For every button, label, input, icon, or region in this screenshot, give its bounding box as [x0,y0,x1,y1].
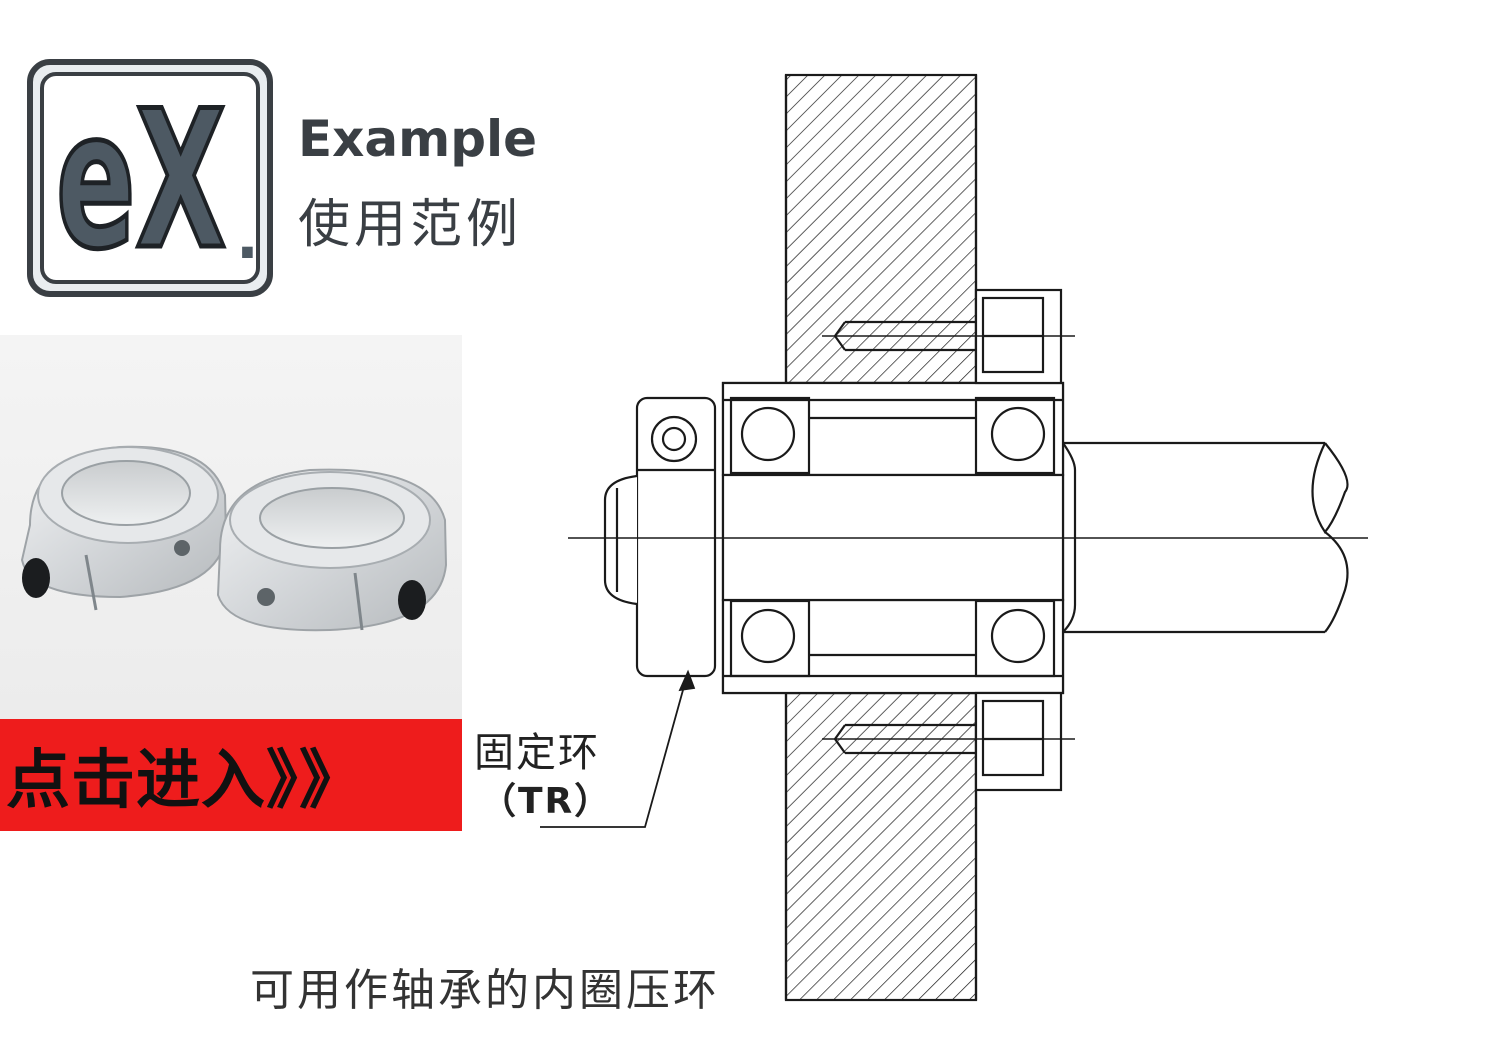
part-label: 固定环 [474,730,600,776]
part-code: （TR） [480,781,613,822]
logo-mark-dot: . [236,203,259,273]
example-title: Example [298,110,538,168]
collar-right [216,468,448,632]
assembly-drawing [540,73,1368,1002]
drawing-caption: 可用作轴承的内圈压环 [250,965,720,1016]
collar-left [20,445,228,611]
product-photo[interactable] [0,335,462,720]
example-subtitle: 使用范例 [298,195,523,255]
brand-logo: eX . [27,59,273,297]
logo-mark-text: eX [56,70,226,291]
enter-button[interactable]: 点击进入》》 [0,719,462,831]
center-lines [568,335,1368,740]
enter-button-label: 点击进入》》 [6,744,364,818]
leader-line [540,669,696,828]
fixing-ring-tr [603,396,717,678]
